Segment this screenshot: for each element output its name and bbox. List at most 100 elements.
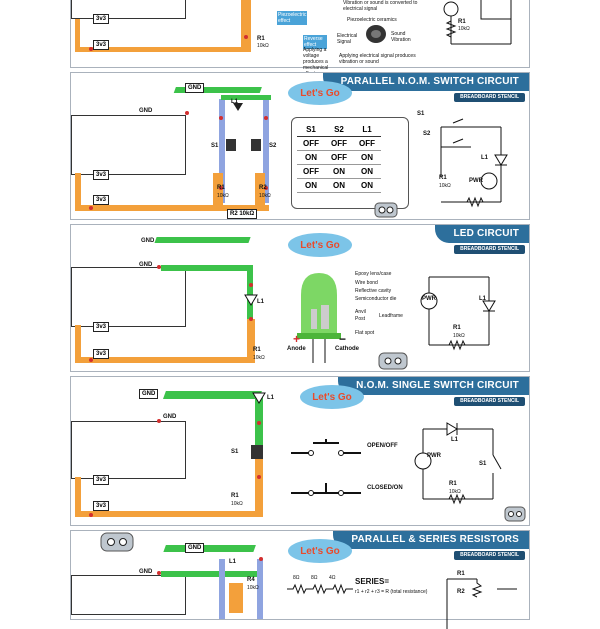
schematic-s2: S2 [423,131,431,137]
panel-title: PARALLEL & SERIES RESISTORS [333,531,529,549]
label-r2-tag: R2 10kΩ [227,209,258,219]
panel-single-switch: N.O.M. SINGLE SWITCH CIRCUIT BREADBOARD … [70,376,530,526]
label-r1-value: 10kΩ [217,193,229,199]
piezo-disc-icon [366,25,386,43]
flat-spot-label: Flat spot [355,330,375,336]
label-3v3: 3v3 [93,349,110,359]
resistor-a-value: 8Ω [293,575,300,581]
schematic-r1: R1 [457,571,465,577]
schematic-pwr: PWR [427,453,441,459]
label-gnd: GND [185,83,205,93]
panel-subtitle: BREADBOARD STENCIL [454,397,525,406]
panel-led: LED CIRCUIT BREADBOARD STENCIL Let's Go … [70,224,530,372]
piezo-effect-label: Piezoelectric effect [277,11,307,25]
robot-mascot-icon [374,202,398,218]
col-header: L1 [353,123,381,137]
schematic-r1-value: 10kΩ [449,489,461,495]
series-formula: r1 + r2 + r3 = R (total resistance) [355,589,428,595]
label-s2: S2 [269,143,277,149]
schematic-parallel [440,118,508,208]
open-off-label: OPEN/OFF [367,443,398,449]
schematic-s1: S1 [479,461,487,467]
label-3v3: 3v3 [93,501,110,511]
schematic-r2: R2 [457,589,465,595]
breadboard-tracks [75,391,266,517]
svg-text:Let's Go: Let's Go [300,240,340,251]
label-r2-value: 10kΩ [259,193,271,199]
label-s1: S1 [211,143,219,149]
schematic-r1-value: 10kΩ [453,333,465,339]
breadboard-tracks [75,0,251,52]
panel-parallel-nom: PARALLEL N.O.M. SWITCH CIRCUIT BREADBOAR… [70,72,530,220]
label-r1-value: 10kΩ [253,355,265,361]
schematic-pwr: PWR [422,296,436,302]
sound-vibration-label: Sound Vibration [391,31,411,43]
panel-title: PARALLEL N.O.M. SWITCH CIRCUIT [322,73,529,91]
panel-piezo: 3v3 3v3 R1 10kΩ Piezoelectric effect Vib… [70,0,530,77]
label-l1: L1 [231,99,239,105]
label-3v3: 3v3 [93,40,110,50]
minus-sign: − [339,332,347,346]
panel-subtitle: BREADBOARD STENCIL [454,245,525,254]
electrical-signal-label: Electrical Signal [337,33,358,45]
anvil-label: Anvil [355,309,366,315]
table-cell: ON [353,164,381,179]
table-cell: ON [325,178,353,193]
schematic-r1-value: 10kΩ [439,183,451,189]
wire-bond-label: Wire bond [355,280,378,286]
cathode-label: Cathode [335,346,359,352]
applying-signal-note: Applying electrical signal produces vibr… [339,53,416,65]
label-3v3: 3v3 [93,170,110,180]
leadframe-label: Leadframe [379,313,403,319]
table-cell: ON [353,178,381,193]
col-header: S1 [297,123,325,137]
label-r1: R1 [217,185,225,191]
robot-mascot-icon [504,506,526,522]
reflective-label: Reflective cavity [355,288,392,294]
label-l1: L1 [267,395,275,401]
lets-go-logo: Let's Go [288,539,352,563]
schematic-r1: R1 [458,19,466,25]
panel-parallel-series: PARALLEL & SERIES RESISTORS BREADBOARD S… [70,530,530,629]
table-cell: OFF [325,150,353,165]
resistor-c-value: 4Ω [329,575,336,581]
label-gnd: GND [163,414,177,420]
panel-subtitle: BREADBOARD STENCIL [454,93,525,102]
table-cell: ON [297,178,325,193]
label-r4: R4 [247,577,255,583]
schematic-piezo [443,0,512,45]
schematic-single-switch [414,422,502,505]
label-gnd: GND [141,238,155,244]
schematic-l1: L1 [481,155,489,161]
breadboard-outline [71,115,186,175]
robot-mascot-icon [100,532,134,552]
robot-mascot-icon [378,352,408,370]
label-r1: R1 [231,493,239,499]
schematic-l1: L1 [451,437,459,443]
led-diagram-icon [297,273,341,363]
breadboard-tracks [75,237,258,363]
label-r4-value: 10kΩ [247,585,259,591]
table-cell: ON [353,150,381,165]
table-cell: OFF [297,164,325,179]
label-gnd: GND [139,569,153,575]
lets-go-logo: Let's Go [300,385,364,409]
schematic-l1: L1 [479,296,487,302]
resistor-b-value: 8Ω [311,575,318,581]
breadboard-outline [71,267,186,327]
table-cell: OFF [325,136,353,151]
label-r1: R1 [253,347,261,353]
label-r1-value: 10kΩ [231,501,243,507]
label-gnd: GND [185,543,205,553]
label-3v3: 3v3 [93,195,110,205]
closed-on-label: CLOSED/ON [367,485,403,491]
schematic-r1: R1 [449,481,457,487]
schematic-pwr: PWR [469,178,483,184]
post-label: Post [355,316,366,322]
lets-go-logo: Let's Go [288,233,352,257]
table-cell: OFF [297,136,325,151]
